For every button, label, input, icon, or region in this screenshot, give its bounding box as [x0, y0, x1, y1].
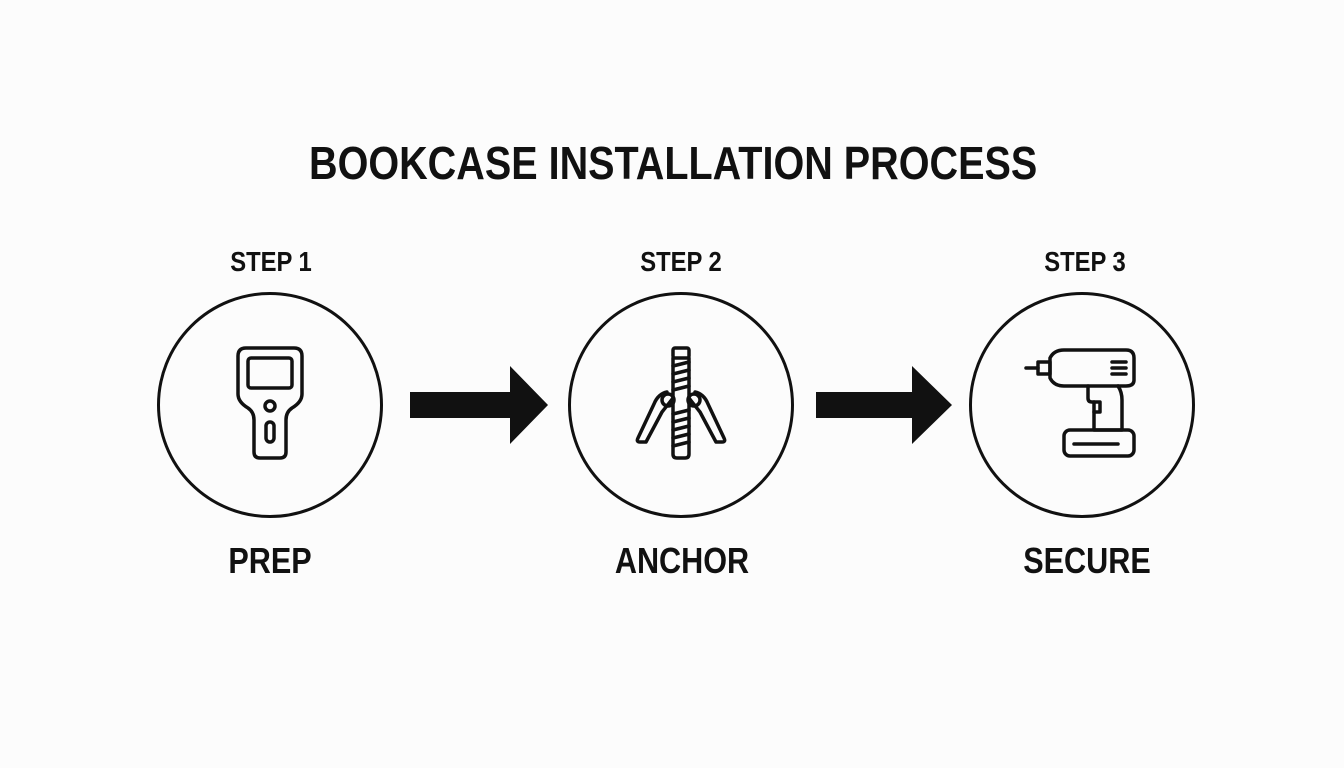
- diagram-title: BOOKCASE INSTALLATION PROCESS: [309, 137, 1038, 189]
- power-drill-icon: [1024, 348, 1136, 458]
- step-2-name: ANCHOR: [614, 540, 750, 581]
- step-2-label: STEP 2: [640, 246, 722, 277]
- step-2-circle: [568, 292, 794, 518]
- step-1-circle: [157, 292, 383, 518]
- toggle-anchor-icon: [635, 346, 727, 460]
- step-3-circle: [969, 292, 1195, 518]
- arrow-step1-to-step2: [410, 366, 548, 444]
- step-3-label: STEP 3: [1044, 246, 1126, 277]
- arrow-step2-to-step3: [816, 366, 952, 444]
- step-1-label: STEP 1: [230, 246, 312, 277]
- step-3-name: SECURE: [1023, 540, 1151, 581]
- stud-finder-icon: [236, 346, 304, 460]
- step-1-name: PREP: [228, 540, 312, 581]
